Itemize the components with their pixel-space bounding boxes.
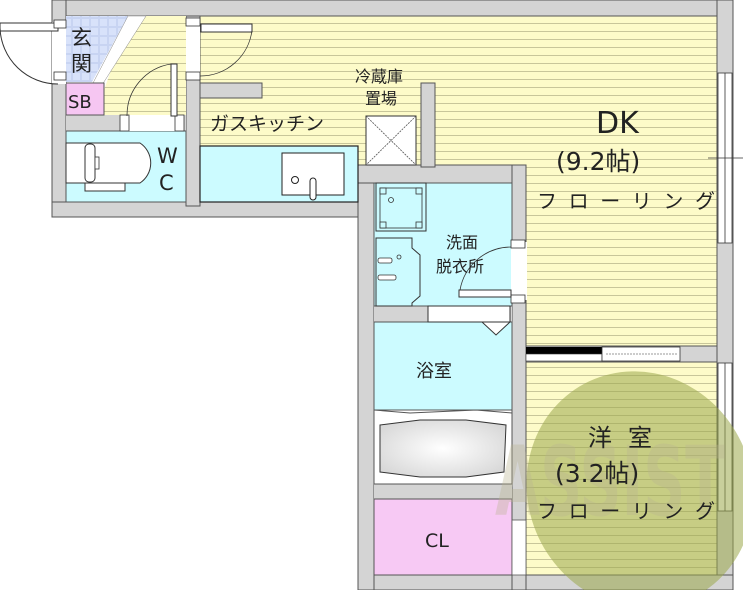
dk-label: DK — [596, 106, 640, 141]
wc-door[interactable] — [119, 63, 185, 132]
closet — [373, 498, 513, 576]
kitchen-label: ガスキッチン — [210, 113, 324, 135]
dk-window — [708, 72, 743, 244]
western-room-size: (3.2帖) — [555, 459, 639, 488]
toilet-label-1: W — [157, 144, 178, 168]
entrance-label-2: 関 — [71, 52, 92, 76]
shoe-box — [65, 82, 105, 116]
washroom-door[interactable] — [458, 239, 527, 304]
toilet-label-2: C — [159, 171, 174, 195]
bathtub — [379, 419, 507, 478]
closet-label: CL — [425, 530, 449, 552]
bathroom-label: 浴室 — [416, 361, 452, 382]
hall-door[interactable] — [185, 17, 253, 81]
washroom-label-2: 脱衣所 — [436, 257, 484, 276]
shoe-box-label: SB — [68, 92, 92, 113]
sliding-door[interactable] — [525, 346, 681, 362]
svg-text:ASSIST: ASSIST — [495, 426, 725, 538]
entrance-floor — [66, 16, 128, 82]
watermark-logo: ASSIST — [495, 371, 743, 590]
fridge-label-1: 冷蔵庫 — [355, 67, 403, 86]
washroom-label-1: 洗面 — [446, 233, 478, 252]
dk-size: (9.2帖) — [556, 147, 640, 176]
fridge-label-2: 置場 — [365, 89, 397, 108]
front-door[interactable] — [0, 19, 67, 85]
entrance-label-1: 玄 — [71, 26, 92, 50]
